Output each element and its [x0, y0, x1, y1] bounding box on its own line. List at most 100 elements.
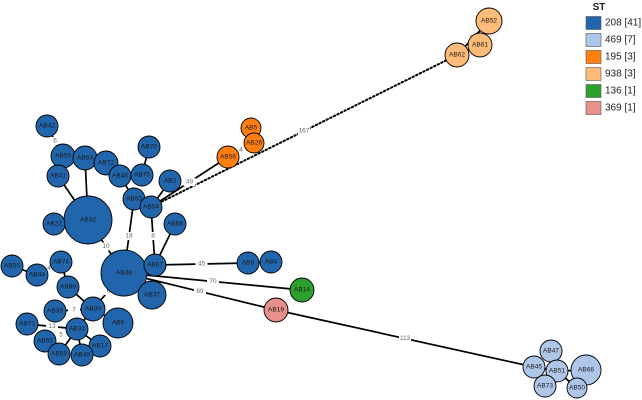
node-label: AB5: [245, 125, 258, 132]
node-label: AB19: [268, 307, 284, 314]
legend-label: 208 [41]: [605, 18, 641, 29]
node-label: AB45: [526, 364, 542, 371]
node-ab62[interactable]: AB62: [444, 42, 470, 68]
node-circle: [65, 317, 89, 341]
edge-weight-label: 4: [47, 265, 51, 272]
edge-weight-label: 167: [299, 128, 310, 135]
node-ab6[interactable]: AB6: [102, 307, 134, 339]
edge-label-bg: [399, 334, 411, 343]
legend-label: 195 [3]: [605, 52, 636, 63]
node-ab55[interactable]: AB55: [0, 254, 24, 278]
node-ab75[interactable]: AB75: [130, 163, 154, 187]
node-ab26[interactable]: AB26: [243, 132, 265, 154]
node-ab47[interactable]: AB47: [539, 339, 563, 363]
node-circle: [263, 297, 289, 323]
node-circle: [289, 277, 315, 303]
node-ab54[interactable]: AB54: [139, 195, 163, 219]
node-label: AB9: [242, 260, 255, 267]
node-label: AB46: [112, 173, 128, 180]
node-label: AB44: [29, 272, 45, 279]
node-ab2[interactable]: AB2: [158, 169, 182, 193]
node-ab22[interactable]: AB22: [42, 212, 66, 236]
node-circle: [80, 296, 106, 322]
node-ab68[interactable]: AB68: [163, 212, 187, 236]
node-circle: [139, 195, 163, 219]
edge-weight-label: 70: [209, 278, 217, 285]
edge-label-bg: [123, 232, 135, 240]
node-ab51[interactable]: AB51: [545, 359, 569, 383]
edge-weight-label: 6: [53, 138, 57, 145]
edge-label-bg: [100, 242, 112, 251]
node-ab41[interactable]: AB41: [46, 164, 70, 188]
node-ab49[interactable]: AB49: [70, 343, 94, 367]
node-ab61[interactable]: AB61: [467, 32, 493, 58]
node-label: AB50: [569, 385, 585, 392]
node-ab9[interactable]: AB9: [236, 251, 260, 275]
node-label: AB49: [74, 352, 90, 359]
node-circle: [47, 342, 71, 366]
legend-label: 136 [1]: [605, 86, 636, 97]
node-label: AB54: [143, 204, 159, 211]
edge-weight-label: 13: [48, 323, 56, 330]
edge-label-bg: [68, 306, 80, 314]
node-circle: [43, 299, 67, 323]
node-ab70[interactable]: AB70: [137, 135, 161, 159]
edge-weight-label: 113: [400, 335, 411, 342]
node-ab42[interactable]: AB42: [35, 114, 59, 138]
node-circle: [259, 250, 283, 274]
node-label: AB62: [449, 52, 465, 59]
node-ab63[interactable]: AB63: [72, 145, 98, 171]
node-label: AB71: [19, 321, 35, 328]
node-label: AB58: [51, 351, 67, 358]
node-ab39[interactable]: AB39: [43, 299, 67, 323]
edge-label-bg: [147, 232, 159, 240]
node-ab4[interactable]: AB4: [259, 250, 283, 274]
node-circle: [137, 135, 161, 159]
node-circle: [163, 212, 187, 236]
node-ab46[interactable]: AB46: [108, 164, 132, 188]
edge-label-bg: [298, 127, 310, 135]
node-label: AB55: [4, 263, 20, 270]
legend-label: 469 [7]: [605, 35, 636, 46]
node-ab74[interactable]: AB74: [49, 250, 73, 274]
node-circle: [444, 42, 470, 68]
edge-label-bg: [235, 146, 247, 154]
node-ab67[interactable]: AB67: [143, 253, 167, 277]
node-ab14[interactable]: AB14: [289, 277, 315, 303]
node-ab59[interactable]: AB59: [50, 143, 76, 169]
legend-swatch: [585, 101, 602, 115]
node-ab56[interactable]: AB56: [216, 145, 240, 169]
node-label: AB51: [549, 368, 565, 375]
node-label: AB59: [55, 153, 71, 160]
node-circle: [130, 163, 154, 187]
node-ab50[interactable]: AB50: [566, 377, 588, 399]
node-circle: [42, 212, 66, 236]
node-circle: [216, 145, 240, 169]
node-ab32[interactable]: AB32: [63, 195, 113, 245]
node-ab30[interactable]: AB30: [80, 296, 106, 322]
edge-label-bg: [55, 331, 67, 339]
edge-label-bg: [183, 178, 196, 186]
node-circle: [70, 343, 94, 367]
node-ab44[interactable]: AB44: [25, 263, 49, 287]
edge-weight-label: 49: [186, 179, 194, 186]
node-ab52[interactable]: AB52: [475, 7, 503, 35]
node-circle: [143, 253, 167, 277]
node-ab69[interactable]: AB69: [56, 275, 80, 299]
node-ab71[interactable]: AB71: [15, 312, 39, 336]
legend-label: 369 [1]: [605, 103, 636, 114]
node-ab31[interactable]: AB31: [65, 317, 89, 341]
node-label: AB42: [39, 123, 55, 130]
node-ab73[interactable]: AB73: [533, 374, 557, 398]
node-ab45[interactable]: AB45: [522, 355, 546, 379]
node-label: AB30: [85, 306, 101, 313]
node-ab37[interactable]: AB37: [137, 280, 167, 310]
node-circle: [545, 359, 569, 383]
node-ab58[interactable]: AB58: [47, 342, 71, 366]
legend-swatch: [585, 33, 602, 47]
edge-weight-label: 8: [151, 233, 155, 240]
node-ab19[interactable]: AB19: [263, 297, 289, 323]
edge-weight-label: 69: [196, 288, 204, 295]
node-label: AB72: [98, 160, 114, 167]
